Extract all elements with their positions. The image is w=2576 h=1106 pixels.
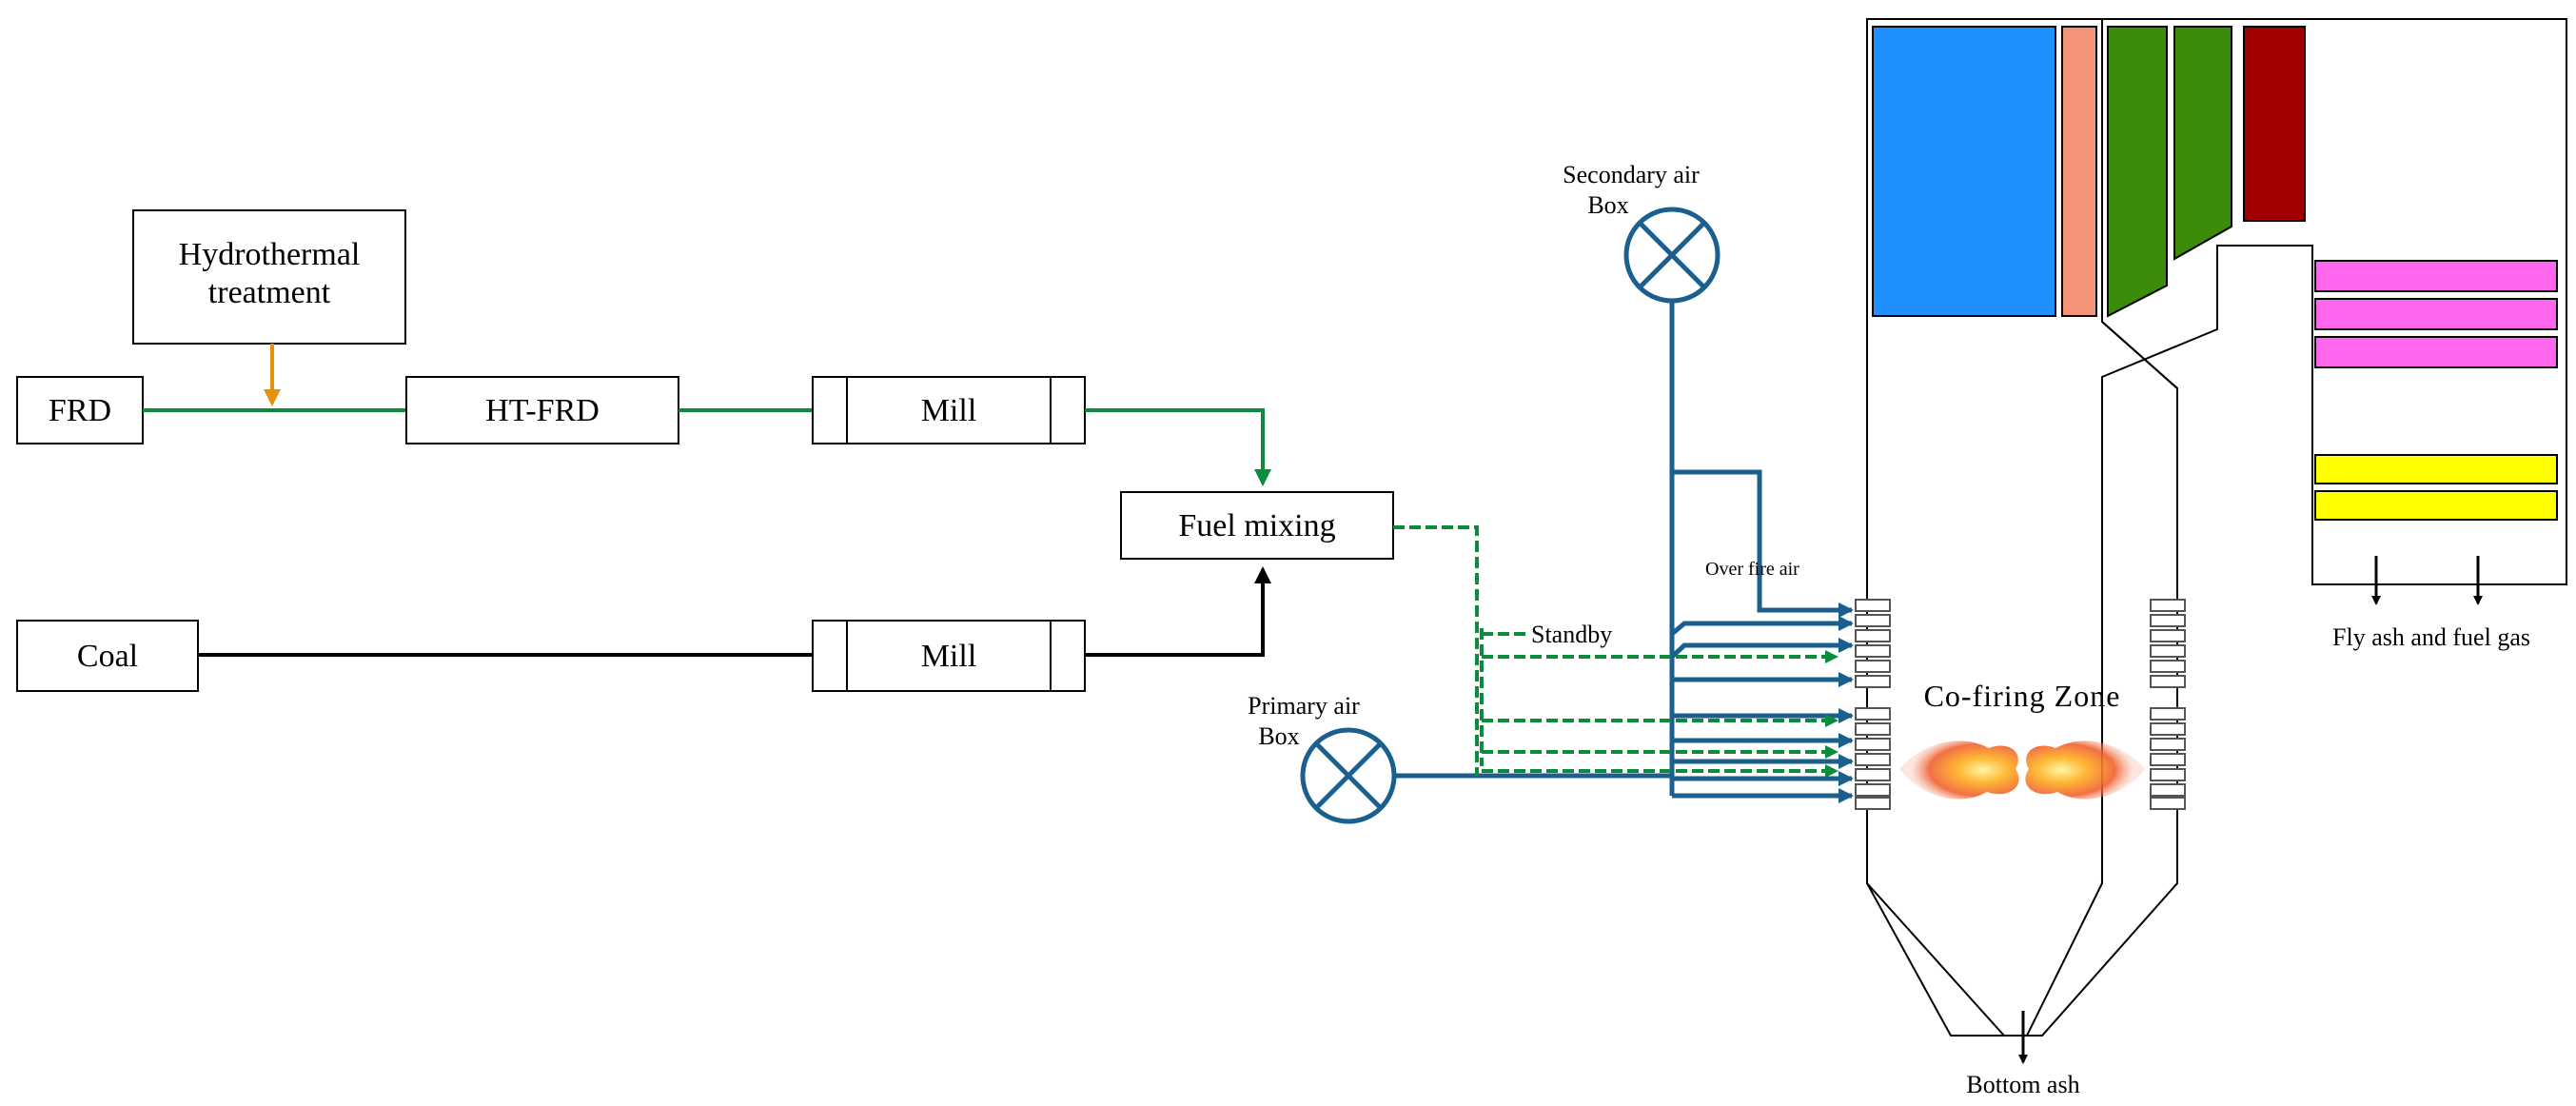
burner-air-arrow-2: [1670, 638, 1854, 659]
mill-top-box: Mill: [812, 376, 1086, 444]
yellow-panel-1: [2314, 454, 2558, 484]
coal-box: Coal: [16, 620, 199, 692]
coal-mill-to-fuel-mixing-line: [1085, 566, 1271, 657]
primary-air-label-line1: Primary air: [1248, 692, 1360, 720]
red-heat-exchanger: [2243, 26, 2306, 222]
over-fire-air-label: Over fire air: [1705, 559, 1799, 580]
magenta-panel-3: [2314, 336, 2558, 368]
burner-air-arrows: [1670, 616, 1854, 803]
hydrothermal-treatment-box: Hydrothermal treatment: [132, 209, 406, 345]
burner-stack-right: [2150, 599, 2186, 810]
mill-top-label: Mill: [921, 393, 977, 428]
burner-stack-left: [1855, 599, 1891, 810]
mill-bottom-box: Mill: [812, 620, 1086, 692]
secondary-air-label-line2: Box: [1587, 191, 1628, 219]
yellow-panel-2: [2314, 490, 2558, 521]
secondary-air-label-line1: Secondary air: [1563, 161, 1700, 188]
flame-left-icon: [1899, 741, 2019, 800]
boiler-outline: [1866, 18, 2567, 1037]
primary-air-label-line2: Box: [1258, 722, 1299, 750]
mill-to-fuel-mixing-line: [1085, 408, 1271, 486]
hydrothermal-label-line2: treatment: [208, 275, 331, 310]
bottom-ash-label: Bottom ash: [1966, 1071, 2079, 1098]
frd-box: FRD: [16, 376, 144, 444]
coal-label: Coal: [77, 639, 138, 674]
burner-air-arrow-1: [1670, 616, 1854, 636]
fuel-feed-line: [1393, 525, 1479, 776]
fly-ash-label: Fly ash and fuel gas: [2332, 623, 2530, 651]
primary-air-valve-icon: [1300, 727, 1397, 824]
green-heat-exchanger-1: [2107, 26, 2168, 318]
secondary-air-valve-icon: [1623, 207, 1721, 304]
burner-fuel-arrows: [1482, 650, 1839, 778]
standby-label: Standby: [1531, 621, 1612, 648]
magenta-panel-1: [2314, 260, 2558, 292]
salmon-heat-exchanger: [2061, 26, 2097, 317]
magenta-panel-2: [2314, 298, 2558, 330]
furnace-outline: [1866, 19, 2178, 1037]
hydrothermal-label-line1: Hydrothermal: [179, 237, 361, 272]
frd-label: FRD: [49, 393, 111, 428]
blue-heat-exchanger: [1872, 26, 2056, 317]
fuel-mixing-label: Fuel mixing: [1178, 508, 1335, 543]
over-fire-air-line: [1672, 469, 1854, 618]
ht-frd-label: HT-FRD: [485, 393, 600, 428]
mill-bottom-label: Mill: [921, 639, 977, 674]
green-heat-exchanger-2: [2173, 26, 2232, 261]
fuel-mixing-box: Fuel mixing: [1120, 491, 1394, 560]
ht-frd-box: HT-FRD: [405, 376, 679, 444]
flame-right-icon: [2025, 741, 2145, 800]
co-firing-zone-label: Co-firing Zone: [1924, 679, 2121, 713]
